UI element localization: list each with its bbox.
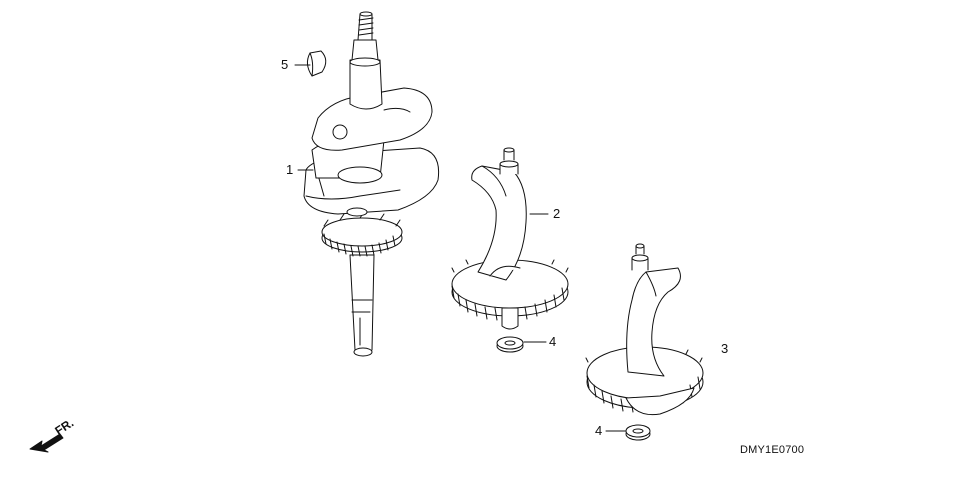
camshaft-part-3 [586, 244, 703, 415]
washer-part-4-upper [497, 337, 523, 352]
callout-4-upper: 4 [549, 334, 557, 349]
callout-2: 2 [553, 206, 561, 221]
washer-part-4-lower [626, 425, 650, 440]
callout-5: 5 [281, 57, 289, 72]
camshaft-part-2 [452, 148, 568, 329]
callout-1: 1 [286, 162, 294, 177]
callout-4-lower: 4 [595, 423, 603, 438]
callout-3: 3 [721, 341, 729, 356]
leader-lines [295, 65, 626, 431]
diagram-code: DMY1E0700 [740, 444, 805, 456]
woodruff-key-part-5 [307, 51, 325, 76]
crankshaft-part-1 [304, 12, 439, 356]
front-arrow-icon [30, 434, 63, 452]
